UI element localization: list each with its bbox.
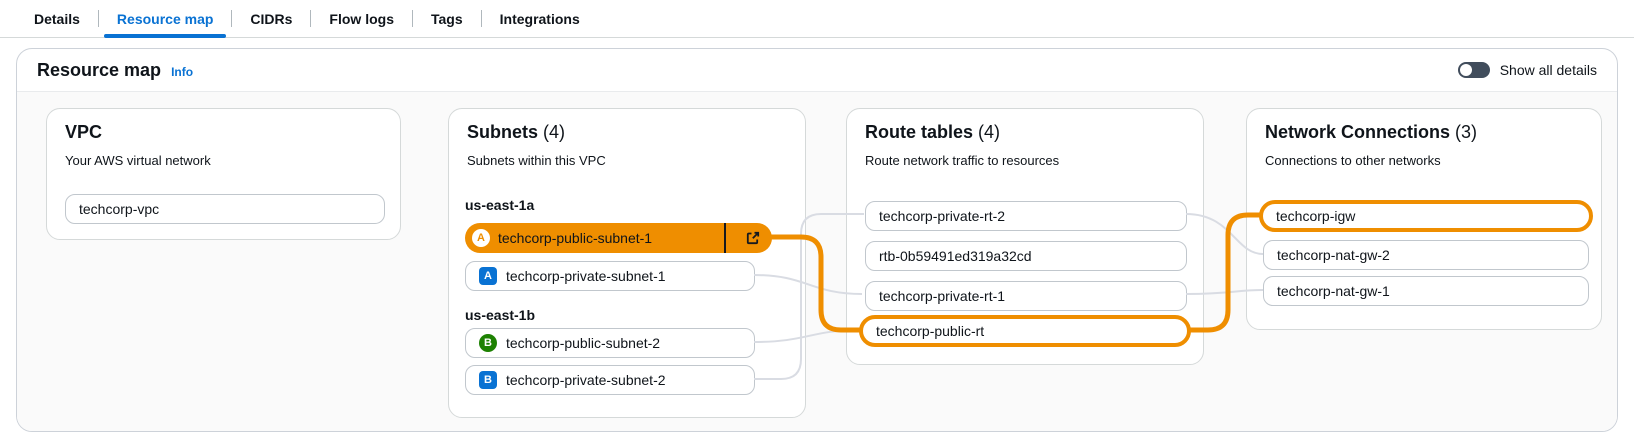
vpc-card-title: VPC	[65, 122, 103, 142]
route-tables-card-subtitle: Route network traffic to resources	[865, 153, 1060, 168]
route-table-item-techcorp-private-rt-1[interactable]: techcorp-private-rt-1	[865, 281, 1187, 311]
subnet-item-label: techcorp-public-subnet-2	[506, 335, 661, 351]
show-all-details-toggle[interactable]	[1457, 62, 1490, 78]
tab-bar: Details Resource map CIDRs Flow logs Tag…	[0, 0, 1634, 38]
info-link[interactable]: Info	[171, 64, 194, 79]
route-table-item-techcorp-public-rt[interactable]: techcorp-public-rt	[859, 315, 1191, 347]
vpc-item-label: techcorp-vpc	[79, 201, 160, 217]
route-table-item-label: techcorp-public-rt	[876, 323, 985, 339]
az-badge: B	[479, 334, 497, 352]
route-tables-card: Route tables (4) Route network traffic t…	[846, 108, 1204, 365]
network-connections-card-title: Network Connections (3)	[1265, 122, 1478, 142]
az-group-us-east-1b: us-east-1b	[465, 307, 536, 323]
route-table-item-techcorp-private-rt-2[interactable]: techcorp-private-rt-2	[865, 201, 1187, 231]
tab-integrations[interactable]: Integrations	[499, 10, 580, 27]
az-badge: A	[472, 229, 490, 247]
panel-header: Resource map Info Show all details	[17, 49, 1617, 92]
tab-tags[interactable]: Tags	[430, 10, 463, 27]
page-title: Resource map	[37, 59, 162, 80]
toggle-knob	[1459, 64, 1472, 76]
subnet-item-techcorp-private-subnet-1[interactable]: A techcorp-private-subnet-1	[465, 261, 755, 291]
subnet-item-techcorp-public-subnet-2[interactable]: B techcorp-public-subnet-2	[465, 328, 755, 358]
subnet-item-techcorp-private-subnet-2[interactable]: B techcorp-private-subnet-2	[465, 365, 755, 395]
subnets-card-title: Subnets (4)	[467, 122, 566, 142]
az-group-us-east-1a: us-east-1a	[465, 197, 535, 213]
subnets-card-subtitle: Subnets within this VPC	[467, 153, 606, 168]
route-table-item-rtb-0b59491ed319a32cd[interactable]: rtb-0b59491ed319a32cd	[865, 241, 1187, 271]
tab-details[interactable]: Details	[34, 10, 80, 27]
tab-divider	[97, 10, 99, 27]
tab-divider	[310, 10, 312, 27]
connection-item-techcorp-nat-gw-1[interactable]: techcorp-nat-gw-1	[1263, 276, 1589, 306]
tab-resource-map[interactable]: Resource map	[99, 0, 231, 38]
external-link-icon[interactable]	[734, 223, 772, 253]
route-table-item-label: techcorp-private-rt-2	[879, 208, 1006, 224]
connection-item-label: techcorp-nat-gw-1	[1277, 283, 1390, 299]
show-all-details-label: Show all details	[1499, 62, 1597, 78]
az-badge: B	[479, 371, 497, 389]
tab-divider	[480, 10, 482, 27]
route-table-item-label: rtb-0b59491ed319a32cd	[879, 248, 1032, 264]
connection-item-techcorp-nat-gw-2[interactable]: techcorp-nat-gw-2	[1263, 240, 1589, 270]
tab-divider	[231, 10, 233, 27]
subnet-item-label: techcorp-private-subnet-2	[506, 372, 666, 388]
subnet-item-label: techcorp-private-subnet-1	[506, 268, 666, 284]
az-badge: A	[479, 267, 497, 285]
connection-item-label: techcorp-igw	[1276, 208, 1356, 224]
route-tables-card-title: Route tables (4)	[865, 122, 1001, 142]
subnet-item-label: techcorp-public-subnet-1	[498, 230, 653, 246]
network-connections-card: Network Connections (3) Connections to o…	[1246, 108, 1602, 330]
route-table-item-label: techcorp-private-rt-1	[879, 288, 1006, 304]
connection-item-techcorp-igw[interactable]: techcorp-igw	[1259, 200, 1593, 232]
network-connections-card-subtitle: Connections to other networks	[1265, 153, 1441, 168]
subnet-item-techcorp-public-subnet-1[interactable]: A techcorp-public-subnet-1	[465, 223, 772, 253]
connection-item-label: techcorp-nat-gw-2	[1277, 247, 1390, 263]
vpc-item-techcorp-vpc[interactable]: techcorp-vpc	[65, 194, 385, 224]
vpc-card-subtitle: Your AWS virtual network	[65, 153, 211, 168]
tab-flow-logs[interactable]: Flow logs	[329, 10, 394, 27]
subnets-card: Subnets (4) Subnets within this VPC us-e…	[448, 108, 806, 418]
tab-cidrs[interactable]: CIDRs	[250, 10, 293, 27]
vpc-card: VPC Your AWS virtual network techcorp-vp…	[46, 108, 401, 240]
resource-map-panel: Resource map Info Show all details VPC Y…	[16, 48, 1618, 432]
tab-divider	[411, 10, 413, 27]
resource-map-canvas: VPC Your AWS virtual network techcorp-vp…	[17, 92, 1617, 431]
pill-divider	[724, 223, 726, 253]
